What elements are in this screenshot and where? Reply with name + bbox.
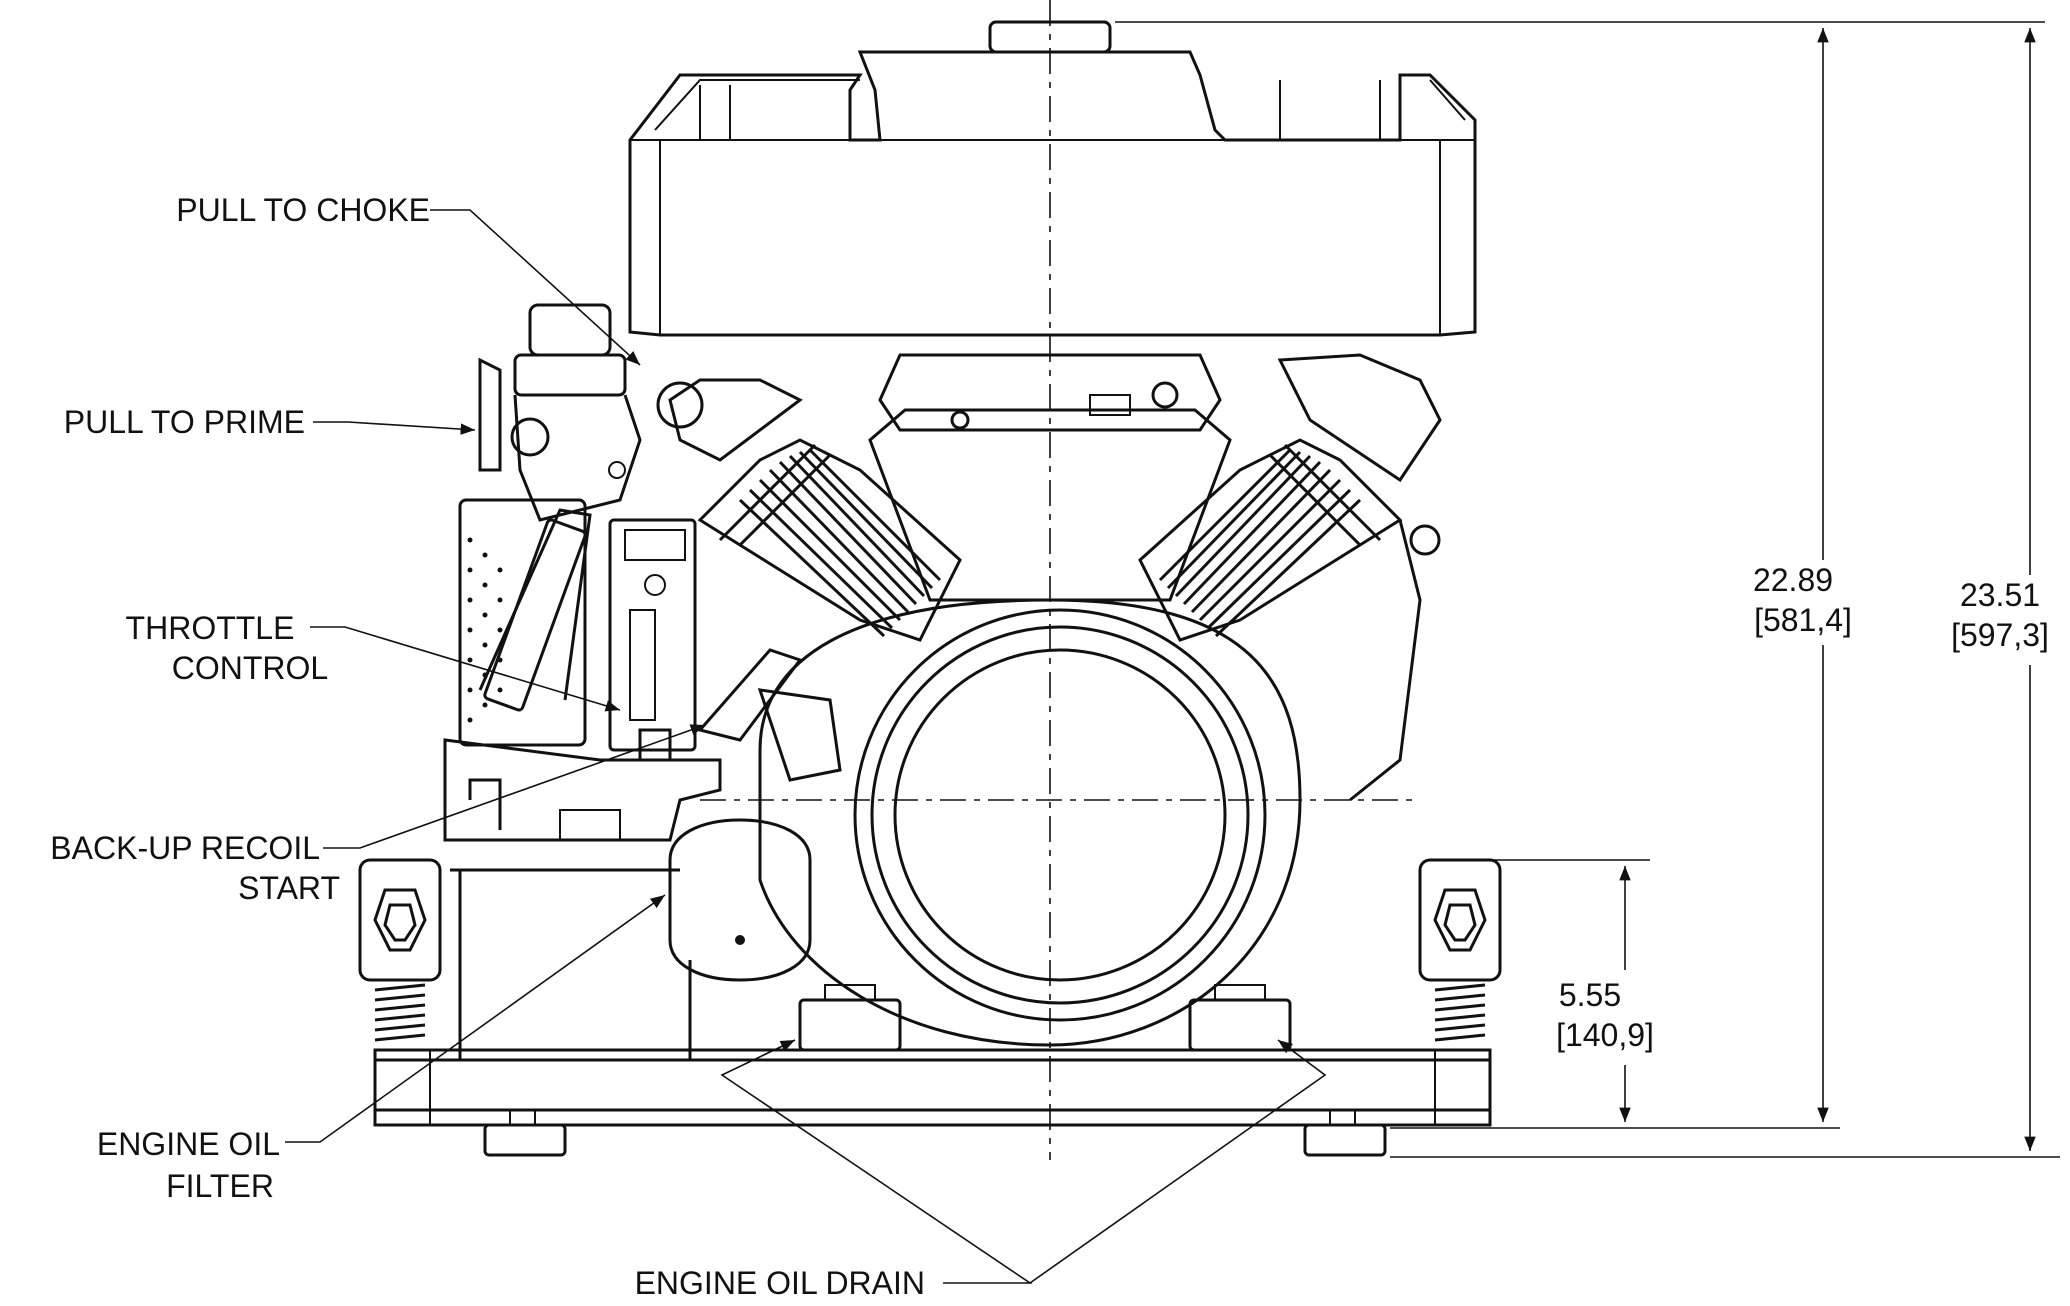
right-cylinder-head xyxy=(1138,353,1442,802)
dimension-mount-height-mm: [140,9] xyxy=(1556,1017,1654,1053)
base-frame xyxy=(373,1048,1492,1157)
backup-recoil-start-label-line2: START xyxy=(238,870,340,906)
engine-mount-feet xyxy=(798,984,1292,1052)
throttle-control-box xyxy=(608,518,697,762)
dimension-mount-height-in: 5.55 xyxy=(1558,977,1622,1013)
crankcase-valley xyxy=(868,353,1232,602)
oil-filter xyxy=(668,818,812,982)
leader-lines xyxy=(285,209,1327,1284)
dimension-height-to-mount-mm: [581,4] xyxy=(1754,602,1852,638)
left-cylinder-head xyxy=(656,378,962,642)
engine-oil-filter-label-line1: ENGINE OIL xyxy=(96,1126,280,1162)
throttle-control-label-line2: CONTROL xyxy=(171,650,329,686)
throttle-control-label-line1: THROTTLE xyxy=(125,610,295,646)
backup-recoil-start-label-line1: BACK-UP RECOIL xyxy=(50,830,320,866)
air-cleaner-cover xyxy=(628,20,1477,337)
dimension-overall-height-mm: [597,3] xyxy=(1951,617,2049,653)
dimension-lines xyxy=(1115,21,2060,1158)
engine-oil-filter-label-line2: FILTER xyxy=(166,1168,274,1204)
vibration-mount-right xyxy=(1418,858,1502,1042)
engine-oil-drain-label: ENGINE OIL DRAIN xyxy=(634,1265,925,1301)
centerlines xyxy=(700,0,1420,1160)
flywheel-housing xyxy=(697,598,1302,1047)
fuel-pump-filter xyxy=(458,498,592,747)
dimension-overall-height-in: 23.51 xyxy=(1959,577,2041,613)
dimension-height-to-mount-in: 22.89 xyxy=(1752,562,1834,598)
pull-to-choke-label: PULL TO CHOKE xyxy=(176,192,430,228)
vibration-mount-left xyxy=(358,858,442,1042)
pull-to-prime-label: PULL TO PRIME xyxy=(63,404,305,440)
recoil-start-base xyxy=(443,738,722,1060)
choke-assembly xyxy=(478,303,642,522)
